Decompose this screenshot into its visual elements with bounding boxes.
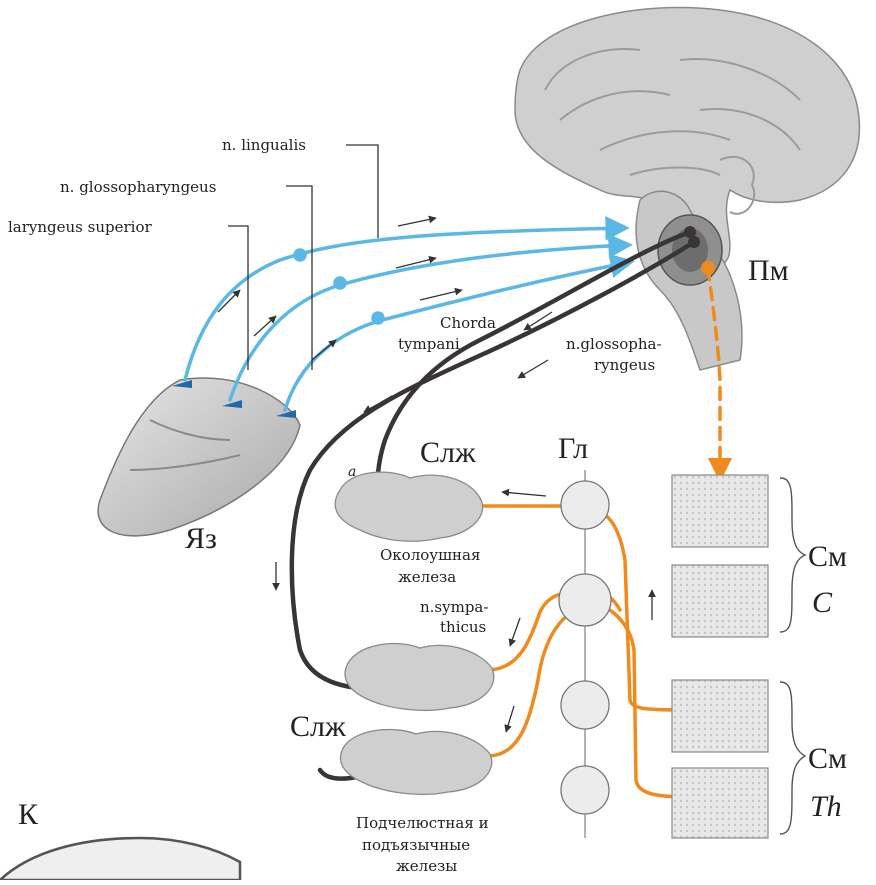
parotid-label-2: железа: [398, 568, 456, 586]
segment-braces: [780, 478, 805, 834]
submandibular-gland: [345, 644, 494, 711]
sm-bottom-label: См: [808, 742, 847, 775]
parotid-gland: [335, 472, 482, 541]
tympani-label: tympani: [398, 335, 460, 353]
inset-panel: К: [0, 772, 298, 880]
yaz-label: Яз: [185, 522, 217, 555]
sm-top-label: См: [808, 540, 847, 573]
sympathicus-label-2: thicus: [440, 618, 486, 636]
laryngeus-superior-label: laryngeus superior: [8, 218, 152, 236]
a-label: а: [348, 464, 356, 480]
tongue-illustration: [98, 378, 300, 536]
inset-panel-graphic: К: [0, 772, 298, 880]
submandibular-label-3: железы: [396, 857, 457, 875]
chorda-label: Chorda: [440, 314, 496, 332]
gl-label: Гл: [558, 432, 588, 465]
c-label: C: [812, 586, 833, 619]
k-label: К: [18, 798, 39, 831]
n-glossopharyngeus-lower-label-1: n.glossopha-: [566, 335, 662, 353]
taste-afferent-nerves: [185, 228, 630, 410]
parotid-label-1: Околоушная: [380, 546, 480, 564]
n-lingualis-label: n. lingualis: [222, 136, 306, 154]
submandibular-label-1: Подчелюстная и: [356, 814, 489, 832]
pm-label: Пм: [748, 254, 789, 287]
n-glossopharyngeus-label: n. glossopharyngeus: [60, 178, 216, 196]
th-label: Th: [810, 790, 842, 823]
sympathicus-label-1: n.sympa-: [420, 598, 488, 616]
sublingual-gland: [341, 729, 492, 794]
spinal-cord-segments: [672, 475, 768, 838]
sympathetic-ganglia: [559, 470, 611, 838]
n-glossopharyngeus-lower-label-2: ryngeus: [594, 356, 655, 374]
submandibular-label-2: подъязычные: [362, 836, 470, 854]
slzh-top-label: Слж: [420, 436, 476, 469]
slzh-bottom-label: Слж: [290, 710, 346, 743]
